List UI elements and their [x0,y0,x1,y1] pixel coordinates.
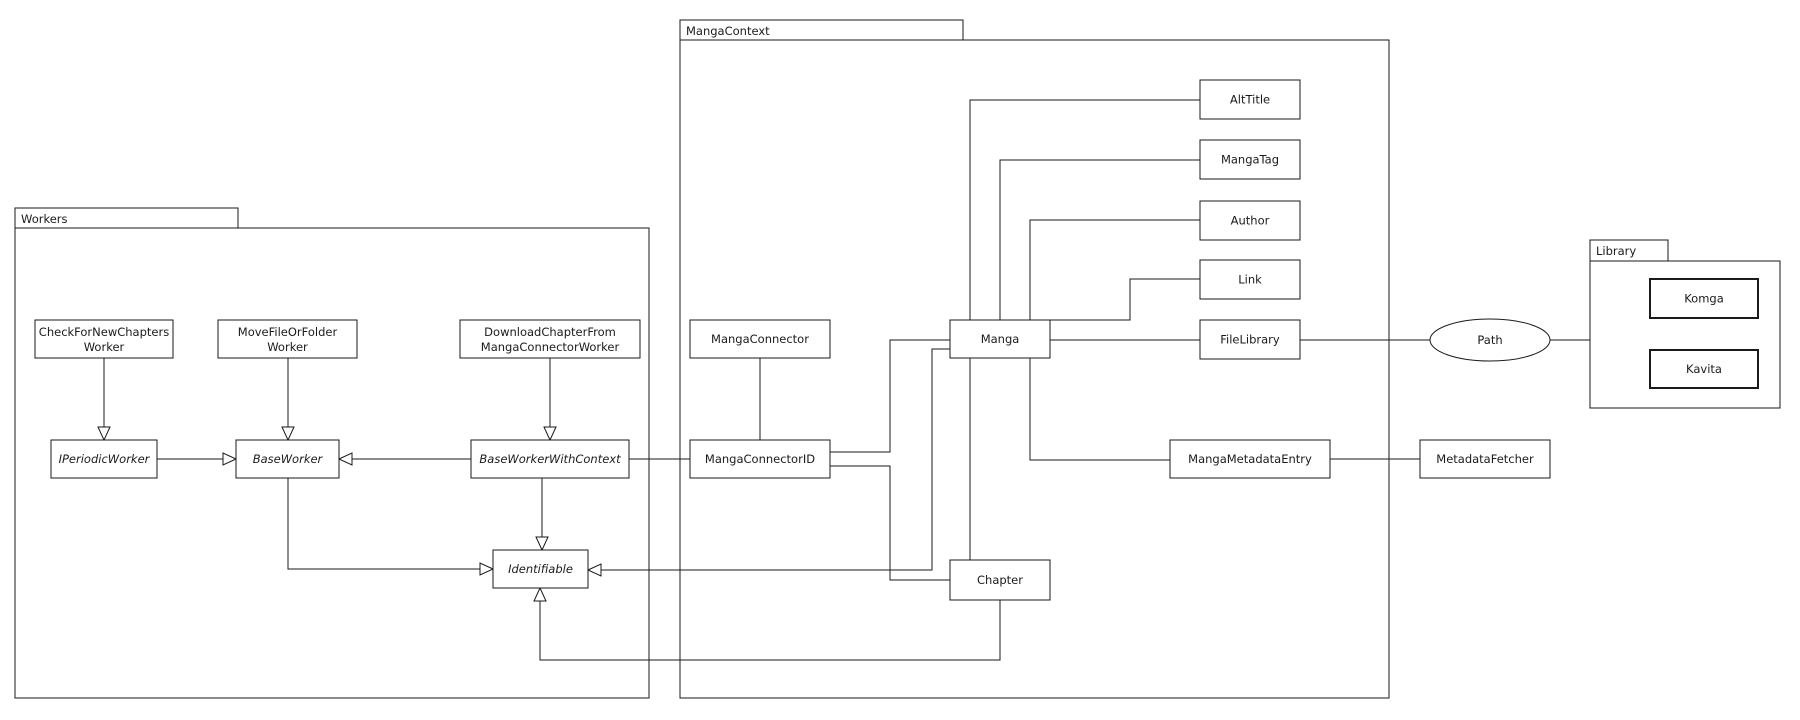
class-box-komga [1649,278,1759,319]
edge-author-to-manga [1029,219,1200,320]
class-label-file-library: FileLibrary [1220,333,1280,347]
package-body-manga-context [679,39,1390,699]
class-box-alt-title [1199,79,1301,120]
class-label-metadata-fetcher: MetadataFetcher [1436,452,1534,466]
class-label-link: Link [1238,273,1262,287]
class-box-i-periodic-worker [50,439,158,479]
edge-manga-to-identifiable [601,348,950,571]
class-box-author [1199,200,1301,241]
inheritance-arrowhead-manga-to-identifiable [586,563,602,577]
package-body-library [1589,260,1781,409]
package-label-manga-context: MangaContext [686,24,770,38]
class-box-manga [949,319,1051,359]
class-box-chapter [949,559,1051,601]
class-box-move-file-or-folder-worker [217,319,358,359]
inheritance-arrowhead-baseworker-to-identifiable [479,562,495,576]
class-label-identifiable: Identifiable [508,562,573,576]
class-box-manga-metadata-entry [1169,439,1331,479]
class-box-download-chapter-worker [459,319,641,359]
package-label-library: Library [1596,244,1636,258]
class-box-base-worker [235,439,340,479]
edge-link-to-manga [1050,278,1200,321]
class-box-manga-connector-id [689,439,831,479]
edge-id-to-chapter [830,465,950,581]
class-label-manga-connector: MangaConnector [711,332,809,346]
package-label-workers: Workers [21,212,68,226]
edge-baseworker-to-identifiable [287,478,480,570]
class-box-file-library [1199,319,1301,360]
class-box-manga-connector [689,319,831,359]
ellipse-path [1429,318,1551,362]
class-box-metadata-fetcher [1419,439,1551,479]
edge-chapter-to-identifiable [539,600,1001,661]
class-label-chapter: Chapter [977,573,1023,587]
inheritance-arrowhead-move-to-baseworker [281,426,295,442]
class-box-check-for-new-chapters-worker [34,319,174,359]
class-label-manga-connector-id: MangaConnectorID [705,452,815,466]
inheritance-arrowhead-chapter-to-identifiable [533,586,547,602]
inheritance-arrowhead-download-to-bwc [543,426,557,442]
edge-alttitle-to-manga [969,99,1200,320]
inheritance-arrowhead-bwc-to-baseworker [337,452,353,466]
class-label-i-periodic-worker: IPeriodicWorker [59,452,151,466]
ellipse-label-path: Path [1477,333,1502,347]
class-box-base-worker-with-context [470,439,630,479]
class-box-kavita [1649,349,1759,389]
inheritance-arrowhead-iperiodic-to-baseworker [222,452,238,466]
class-label-base-worker: BaseWorker [253,452,324,466]
class-box-link [1199,259,1301,300]
package-body-workers [14,227,650,699]
inheritance-arrowhead-check-to-iperiodic [97,426,111,442]
edge-id-to-manga [830,339,950,453]
class-label-author: Author [1231,214,1270,228]
edge-mangatag-to-manga [999,159,1200,320]
inheritance-arrowhead-bwc-to-identifiable [535,536,549,552]
class-label-base-worker-with-context: BaseWorkerWithContext [479,452,621,466]
class-label-manga-metadata-entry: MangaMetadataEntry [1188,452,1312,466]
class-label-manga-tag: MangaTag [1221,153,1279,167]
class-label-manga: Manga [981,332,1020,346]
class-label-kavita: Kavita [1686,362,1722,376]
class-label-alt-title: AltTitle [1230,93,1270,107]
class-box-identifiable [492,549,589,589]
class-label-komga: Komga [1684,292,1724,306]
edge-manga-to-metadata-entry [1029,358,1170,461]
class-box-manga-tag [1199,139,1301,180]
